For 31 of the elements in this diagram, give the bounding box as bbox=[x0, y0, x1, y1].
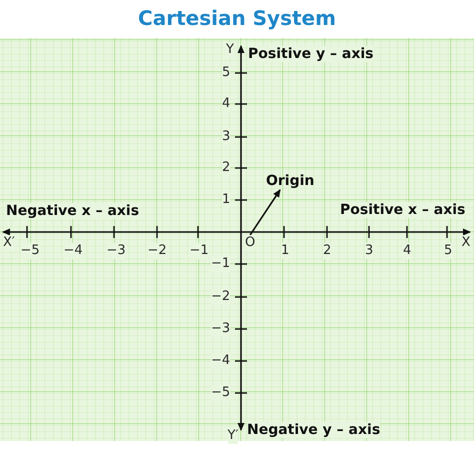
title: Cartesian System bbox=[137, 6, 337, 30]
axis-label: Positive y – axis bbox=[248, 46, 374, 62]
tick-label: −1 bbox=[211, 256, 230, 272]
tick-label: 4 bbox=[403, 243, 412, 259]
axis-label: Positive x – axis bbox=[340, 202, 466, 218]
tick-label: 3 bbox=[365, 243, 374, 259]
tick-label: −3 bbox=[211, 321, 230, 337]
axis-label: Negative y – axis bbox=[247, 422, 380, 438]
tick-label: −2 bbox=[148, 243, 167, 259]
axis-label: X′ bbox=[3, 235, 15, 251]
callout-label: Origin bbox=[266, 172, 314, 190]
axis-label: Y′ bbox=[228, 428, 238, 444]
tick-label: −4 bbox=[64, 243, 83, 259]
tick-label: 3 bbox=[222, 129, 230, 145]
tick-label: −5 bbox=[20, 243, 40, 259]
tick-label: 5 bbox=[222, 65, 230, 81]
tick-label: −3 bbox=[106, 243, 126, 259]
axis-label: Negative x – axis bbox=[6, 203, 140, 219]
origin-label: O bbox=[245, 235, 256, 251]
tick-label: 5 bbox=[444, 243, 452, 259]
tick-label: −5 bbox=[211, 385, 230, 401]
tick-label: 1 bbox=[281, 243, 290, 259]
tick-label: 2 bbox=[323, 243, 332, 259]
tick-label: 1 bbox=[222, 192, 230, 208]
tick-label: 4 bbox=[222, 96, 230, 112]
tick-label: −1 bbox=[190, 243, 209, 259]
tick-label: −2 bbox=[211, 289, 230, 305]
axis-label: Y bbox=[226, 42, 234, 58]
tick-label: −4 bbox=[211, 353, 230, 369]
leader-arrow bbox=[249, 189, 281, 236]
tick-label: 2 bbox=[222, 160, 230, 176]
